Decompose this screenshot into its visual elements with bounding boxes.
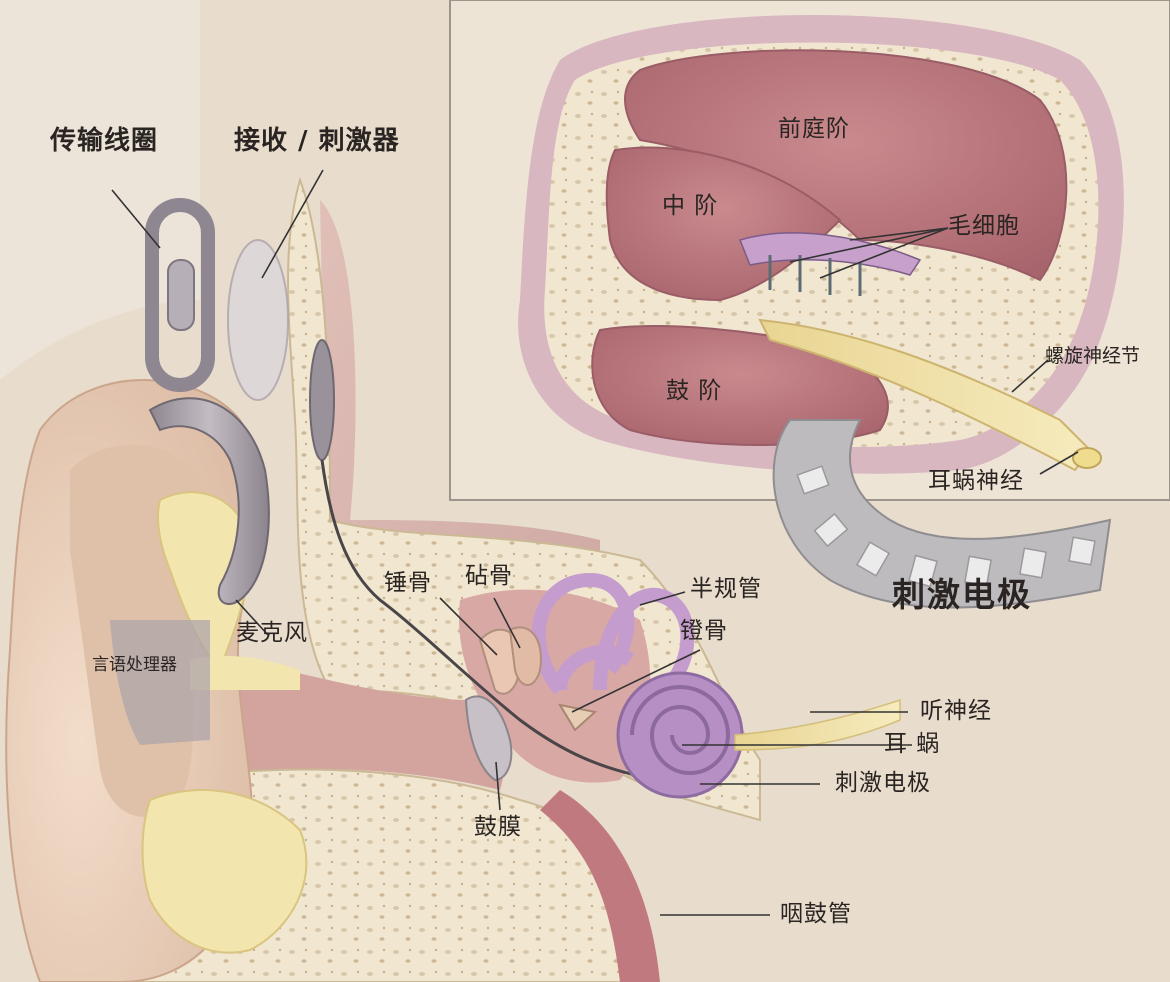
spiral-ganglion-bundle bbox=[758, 318, 1092, 472]
eustachian-tube bbox=[540, 790, 660, 982]
scala-media bbox=[605, 146, 842, 302]
auditory-nerve bbox=[734, 698, 901, 751]
leader-microphone bbox=[235, 599, 269, 636]
inset-cross-section bbox=[449, 0, 1170, 501]
label-scala-media: 中 阶 bbox=[662, 193, 719, 219]
eardrum bbox=[464, 695, 513, 782]
label-auditory-nerve: 听神经 bbox=[920, 698, 992, 724]
receiver-housing bbox=[309, 339, 335, 461]
leader-hair-cells-2 bbox=[789, 227, 949, 263]
leader-hair-cells-3 bbox=[819, 227, 949, 279]
leader-malleus bbox=[439, 597, 498, 656]
label-transmitter-coil: 传输线圈 bbox=[50, 126, 159, 156]
label-malleus: 锤骨 bbox=[384, 570, 432, 596]
label-incus: 砧骨 bbox=[465, 563, 513, 589]
electrode-array-icon bbox=[772, 419, 1112, 609]
leader-transmitter-coil bbox=[111, 189, 161, 249]
leader-receiver bbox=[261, 169, 324, 279]
electrode-lead bbox=[320, 459, 661, 782]
cochlear-nerve-end bbox=[1072, 447, 1102, 469]
scala-tympani bbox=[591, 325, 889, 446]
label-scala-vestibuli: 前庭阶 bbox=[778, 116, 850, 142]
canal-cartilage bbox=[190, 655, 300, 690]
leader-cochlear-nerve bbox=[1039, 451, 1079, 475]
label-stapes: 镫骨 bbox=[680, 618, 728, 644]
label-cochlea: 耳 蜗 bbox=[884, 731, 941, 757]
label-stimulating-electrode: 刺激电极 bbox=[835, 770, 931, 796]
leader-stapes bbox=[571, 649, 701, 713]
label-microphone: 麦克风 bbox=[236, 620, 308, 646]
label-spiral-ganglion: 螺旋神经节 bbox=[1045, 345, 1141, 367]
cochlea-spiral bbox=[616, 671, 744, 799]
leader-spiral-ganglion bbox=[1011, 359, 1049, 393]
label-eardrum: 鼓膜 bbox=[474, 814, 522, 840]
leader-lines bbox=[111, 169, 1079, 916]
label-receiver-stimulator: 接收 / 刺激器 bbox=[234, 126, 400, 156]
ear-cartilage-lower bbox=[141, 789, 308, 954]
hair-cells-icon bbox=[768, 255, 862, 296]
label-scala-tympani: 鼓 阶 bbox=[666, 378, 723, 404]
scala-vestibuli bbox=[624, 49, 1068, 282]
leader-incus bbox=[493, 597, 521, 649]
leader-hair-cells-1 bbox=[849, 227, 949, 241]
transmitter-coil-icon bbox=[145, 198, 215, 392]
leader-semicircular bbox=[639, 591, 686, 606]
leader-eardrum bbox=[495, 761, 501, 811]
ear-hook-device bbox=[148, 397, 270, 605]
label-semicircular-canals: 半规管 bbox=[690, 576, 762, 602]
label-hair-cells: 毛细胞 bbox=[948, 213, 1020, 239]
label-inset-electrode: 刺激电极 bbox=[892, 575, 1032, 614]
label-cochlear-nerve: 耳蜗神经 bbox=[928, 468, 1024, 494]
label-speech-processor: 言语处理器 bbox=[92, 655, 177, 675]
speech-processor-body bbox=[110, 620, 210, 745]
label-eustachian-tube: 咽鼓管 bbox=[780, 901, 852, 927]
receiver-stimulator-icon bbox=[227, 239, 289, 401]
